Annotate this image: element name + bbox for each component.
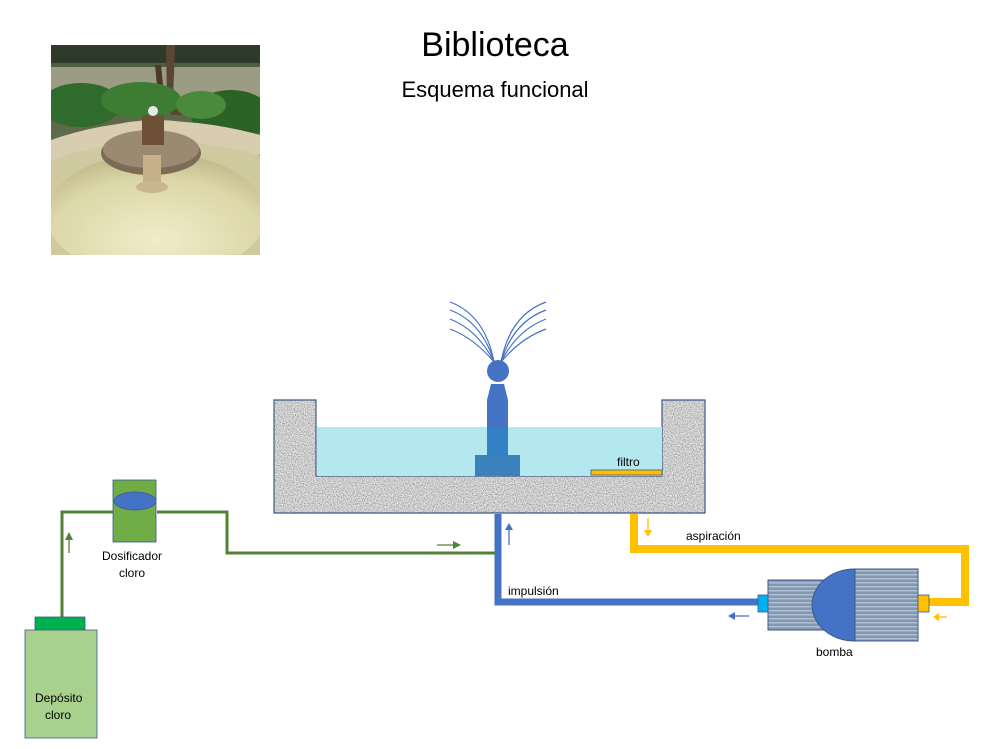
discharge-pipe (494, 514, 760, 606)
tank-label-line1: Depósito (35, 691, 83, 705)
chlorine-flow-arrow-up (65, 532, 73, 553)
suction-pipe (630, 514, 969, 606)
chlorine-pipe (60, 510, 495, 617)
chlorine-doser (112, 479, 157, 543)
suction-flow-arrow-down (644, 518, 652, 537)
fountain-nozzle (475, 360, 520, 476)
chlorine-tank (24, 616, 98, 739)
pump-outlet (757, 594, 769, 613)
suction-flow-arrow-left (933, 613, 947, 621)
pump (757, 568, 930, 642)
discharge-label: impulsión (508, 584, 559, 598)
filter (590, 469, 663, 476)
page-subtitle: Esquema funcional (401, 77, 589, 102)
chlorine-flow-arrow-right (437, 541, 461, 549)
discharge-flow-arrow-left (728, 612, 749, 620)
tank-label-line2: cloro (45, 708, 71, 722)
suction-label: aspiración (686, 529, 741, 543)
fountain-photo (51, 45, 260, 255)
discharge-flow-arrow-up (505, 523, 513, 545)
pump-label: bomba (816, 645, 853, 659)
pump-inlet (917, 594, 930, 613)
doser-label-line2: cloro (119, 566, 145, 580)
page-title: Biblioteca (421, 26, 569, 64)
doser-label-line1: Dosificador (102, 549, 162, 563)
filter-label: filtro (617, 455, 640, 469)
water-jets (449, 301, 547, 363)
